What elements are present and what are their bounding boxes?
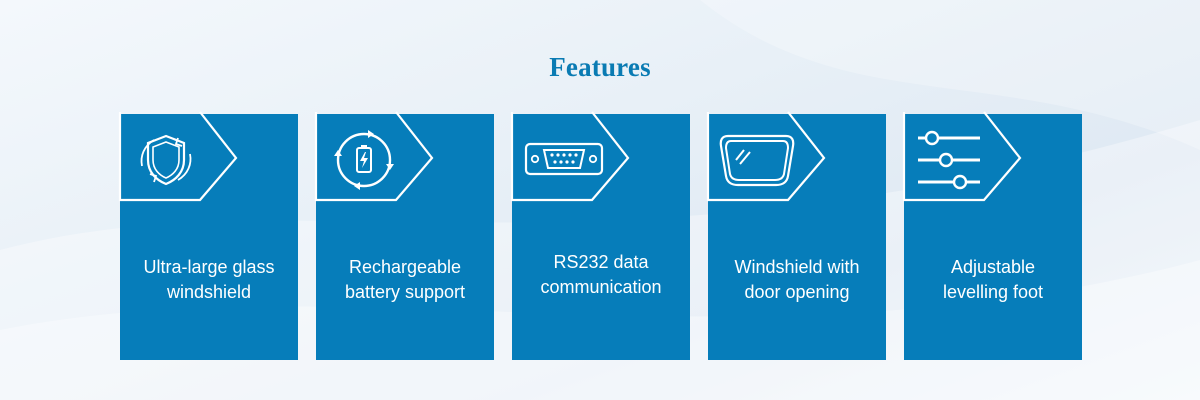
feature-label-line2: battery support [344,282,466,302]
feature-label: Windshield with door opening [714,255,880,305]
feature-card-windshield-glass: Ultra-large glass windshield [118,111,298,360]
feature-label-line2: levelling foot [942,282,1044,302]
feature-label-line1: Rechargeable [348,257,462,277]
feature-label-line2: communication [540,277,662,297]
sliders-icon [918,130,980,190]
card-header-arrow [118,111,238,202]
feature-label-line2: door opening [744,282,850,302]
feature-label-line1: Ultra-large glass [143,257,275,277]
feature-label: RS232 data communication [518,250,684,300]
feature-card-rs232: RS232 data communication [510,111,690,360]
feature-card-battery: Rechargeable battery support [314,111,494,360]
feature-label: Adjustable levelling foot [910,255,1076,305]
windshield-icon [719,134,795,187]
section-title: Features [549,52,651,82]
card-header-arrow [902,111,1022,202]
feature-label-line1: Adjustable [950,257,1036,277]
card-header-arrow [510,111,630,202]
feature-label-line1: Windshield with [734,257,860,277]
feature-card-door-windshield: Windshield with door opening [706,111,886,360]
card-header-arrow [706,111,826,202]
battery-charging-icon [334,130,394,190]
feature-label: Ultra-large glass windshield [126,255,292,305]
serial-port-icon [524,142,604,176]
feature-label-line1: RS232 data [553,252,649,272]
feature-card-levelling-foot: Adjustable levelling foot [902,111,1082,360]
feature-label: Rechargeable battery support [322,255,488,305]
shield-rotate-icon [140,134,192,186]
feature-label-line2: windshield [166,282,252,302]
card-header-arrow [314,111,434,202]
